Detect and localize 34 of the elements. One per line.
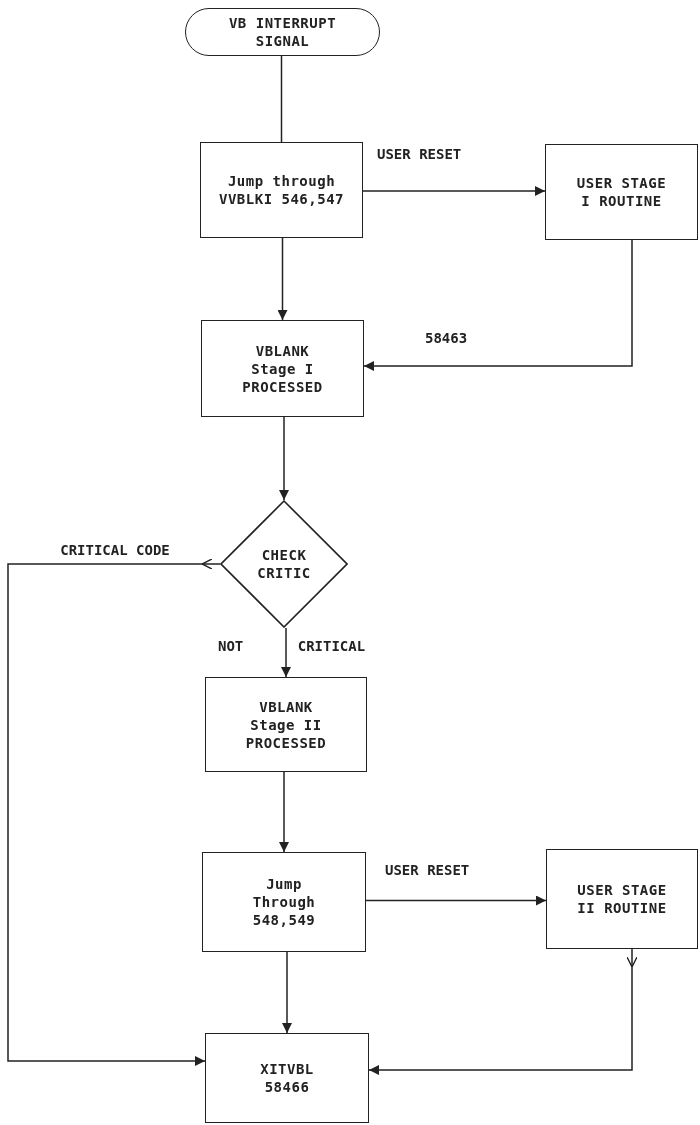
arrow bbox=[279, 416, 289, 501]
node-text: VBLANK Stage I PROCESSED bbox=[241, 341, 324, 396]
arrow bbox=[279, 771, 289, 853]
node-text: USER STAGE II ROUTINE bbox=[576, 881, 668, 917]
process-box bbox=[546, 849, 698, 949]
node-text: VBLANK Stage II PROCESSED bbox=[244, 697, 328, 752]
node-text: Jump Through 548,549 bbox=[251, 875, 317, 929]
process-box bbox=[205, 1033, 369, 1123]
edge-label: USER RESET bbox=[377, 146, 462, 162]
arrow bbox=[365, 895, 547, 906]
arrow bbox=[368, 948, 638, 1075]
arrow bbox=[7, 558, 221, 1066]
arrow bbox=[362, 186, 546, 196]
arrow bbox=[277, 237, 288, 321]
node-text: XITVBL 58466 bbox=[259, 1060, 315, 1096]
connector-line bbox=[280, 55, 283, 143]
node-text: CHECK CRITIC bbox=[256, 546, 312, 582]
edge-label: 58463 bbox=[425, 330, 468, 346]
edge-label: CRITICAL CODE bbox=[59, 541, 171, 560]
terminator-node bbox=[185, 8, 380, 56]
arrow bbox=[282, 951, 292, 1034]
edge-label: NOT CRITICAL bbox=[218, 638, 366, 654]
arrow bbox=[363, 239, 633, 371]
process-box bbox=[205, 677, 367, 772]
arrow bbox=[281, 627, 291, 678]
decision-diamond bbox=[220, 500, 348, 628]
node-text: VB INTERRUPT SIGNAL bbox=[227, 14, 338, 50]
edge-label: USER RESET bbox=[385, 862, 470, 878]
process-box bbox=[201, 320, 364, 417]
process-box bbox=[545, 144, 698, 240]
process-box bbox=[202, 852, 366, 952]
process-box bbox=[200, 142, 363, 238]
node-text: USER STAGE I ROUTINE bbox=[575, 174, 668, 210]
node-text: Jump through VVBLKI 546,547 bbox=[218, 172, 345, 208]
